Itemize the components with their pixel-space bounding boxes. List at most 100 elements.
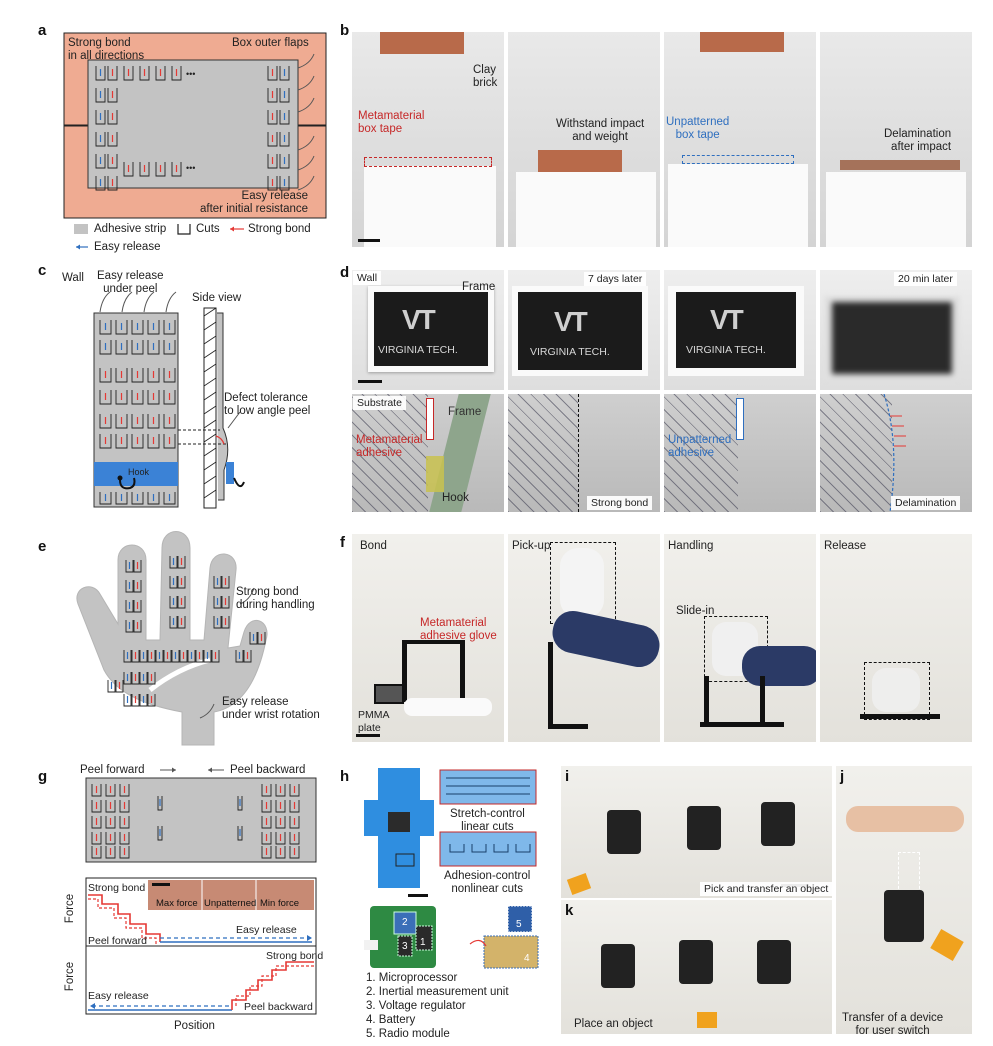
brick bbox=[380, 32, 464, 54]
label-clay: Clay brick bbox=[473, 64, 498, 89]
label-withstand: Withstand impact and weight bbox=[556, 118, 645, 143]
label-e-easy: Easy release under wrist rotation bbox=[222, 696, 320, 721]
legend-adhesive: Adhesive strip bbox=[94, 223, 167, 235]
label-d-20min: 20 min later bbox=[894, 272, 957, 286]
photo-b-3 bbox=[664, 32, 816, 247]
label-f-pmma: PMMA plate bbox=[358, 709, 390, 734]
photo-d-7 bbox=[664, 394, 816, 512]
legend-cuts: Cuts bbox=[196, 223, 220, 235]
panel-j-letter: j bbox=[840, 768, 845, 785]
label-f-glove: Metamaterial adhesive glove bbox=[420, 617, 497, 642]
label-f-release: Release bbox=[824, 540, 867, 552]
panel-i-letter: i bbox=[565, 768, 570, 785]
label-c-hook: Hook bbox=[128, 467, 150, 477]
h-item-4: 4. Battery bbox=[366, 1014, 416, 1026]
label-g-min: Min force bbox=[260, 898, 300, 909]
label-f-slide: Slide-in bbox=[676, 605, 715, 617]
photo-d-3: VT VIRGINIA TECH. bbox=[664, 270, 816, 390]
label-d-delam: Delamination bbox=[891, 496, 961, 510]
h-num-1: 1 bbox=[420, 937, 426, 948]
label-h-adhesion: Adhesion-control nonlinear cuts bbox=[444, 870, 531, 895]
label-d-wall: Wall bbox=[353, 271, 382, 285]
label-f-handling: Handling bbox=[668, 540, 714, 552]
label-g-strong2: Strong bond bbox=[266, 950, 324, 962]
label-g-peel-backward2: Peel backward bbox=[244, 1001, 313, 1013]
label-a-easy-release: Easy release after initial resistance bbox=[200, 190, 309, 215]
h-num-5: 5 bbox=[516, 919, 522, 930]
label-g-easy2: Easy release bbox=[88, 990, 149, 1002]
label-d-hook: Hook bbox=[442, 492, 469, 504]
label-h-stretch: Stretch-control linear cuts bbox=[450, 808, 525, 833]
box bbox=[364, 164, 496, 247]
label-d-unpatterned: Unpatterned adhesive bbox=[668, 434, 732, 459]
label-g-unpatterned: Unpatterned bbox=[204, 898, 257, 909]
panel-d-letter: d bbox=[340, 264, 350, 281]
label-d-7days: 7 days later bbox=[584, 272, 647, 286]
photo-b-1 bbox=[352, 32, 504, 247]
panel-b-letter: b bbox=[340, 22, 350, 39]
label-i-caption: Pick and transfer an object bbox=[700, 882, 833, 896]
label-g-peel-backward: Peel backward bbox=[230, 764, 306, 776]
panel-g-letter: g bbox=[38, 768, 48, 785]
label-a-flaps: Box outer flaps bbox=[232, 37, 309, 49]
label-c-wall: Wall bbox=[62, 272, 84, 284]
label-k-caption: Place an object bbox=[574, 1018, 653, 1030]
label-d-frame: Frame bbox=[462, 281, 496, 293]
label-j-caption: Transfer of a device for user switch bbox=[842, 1012, 944, 1037]
photo-b-4 bbox=[820, 32, 972, 247]
h-item-2: 2. Inertial measurement unit bbox=[366, 986, 509, 998]
photo-f-3 bbox=[664, 534, 816, 742]
photo-f-1 bbox=[352, 534, 504, 742]
panel-h-letter: h bbox=[340, 768, 350, 785]
legend-easy: Easy release bbox=[94, 241, 161, 253]
label-unpatterned-tape: Unpatterned box tape bbox=[666, 116, 730, 141]
photo-k bbox=[561, 900, 832, 1034]
vt-logo-2: VT bbox=[554, 306, 588, 337]
photo-d-4 bbox=[820, 270, 972, 390]
ellipsis-a-2: ••• bbox=[186, 163, 196, 173]
vt-name-3: VIRGINIA TECH. bbox=[686, 344, 766, 356]
vt-logo-3: VT bbox=[710, 304, 744, 335]
label-meta-tape: Metamaterial box tape bbox=[358, 110, 425, 135]
label-d-meta: Metamaterial adhesive bbox=[356, 434, 423, 459]
label-g-peel-forward: Peel forward bbox=[80, 764, 145, 776]
h-item-3: 3. Voltage regulator bbox=[366, 1000, 466, 1012]
label-d-substrate: Substrate bbox=[353, 396, 406, 410]
label-a-strong-bond: Strong bond in all directions bbox=[68, 37, 145, 62]
vt-name-1: VIRGINIA TECH. bbox=[378, 344, 458, 356]
panel-k-letter: k bbox=[565, 902, 574, 919]
label-f-pickup: Pick-up bbox=[512, 540, 551, 552]
photo-d-2: VT VIRGINIA TECH. bbox=[508, 270, 660, 390]
label-d-frame2: Frame bbox=[448, 406, 482, 418]
label-g-easy: Easy release bbox=[236, 924, 297, 936]
label-c-easy-peel: Easy release under peel bbox=[97, 270, 164, 295]
panel-e-letter: e bbox=[38, 538, 47, 555]
h-item-5: 5. Radio module bbox=[366, 1028, 450, 1040]
label-e-strong: Strong bond during handling bbox=[236, 586, 315, 611]
h-item-1: 1. Microprocessor bbox=[366, 972, 458, 984]
photo-d-5 bbox=[352, 394, 504, 512]
panel-a-letter: a bbox=[38, 22, 47, 39]
label-g-strong: Strong bond bbox=[88, 882, 146, 894]
photo-j bbox=[836, 766, 972, 1034]
label-g-position: Position bbox=[174, 1020, 215, 1032]
ellipsis-a-1: ••• bbox=[186, 69, 196, 79]
h-num-2: 2 bbox=[402, 917, 408, 928]
photo-d-8 bbox=[820, 394, 972, 512]
photo-b-2 bbox=[508, 32, 660, 247]
label-g-peel-forward2: Peel forward bbox=[88, 935, 147, 947]
photo-f-4 bbox=[820, 534, 972, 742]
h-num-4: 4 bbox=[524, 953, 530, 964]
label-c-side-view: Side view bbox=[192, 292, 242, 304]
vt-logo-1: VT bbox=[402, 304, 436, 335]
panel-c-letter: c bbox=[38, 262, 47, 279]
photo-d-6 bbox=[508, 394, 660, 512]
photo-f-2 bbox=[508, 534, 660, 742]
vt-name-2: VIRGINIA TECH. bbox=[530, 346, 610, 358]
label-c-defect: Defect tolerance to low angle peel bbox=[224, 392, 311, 417]
